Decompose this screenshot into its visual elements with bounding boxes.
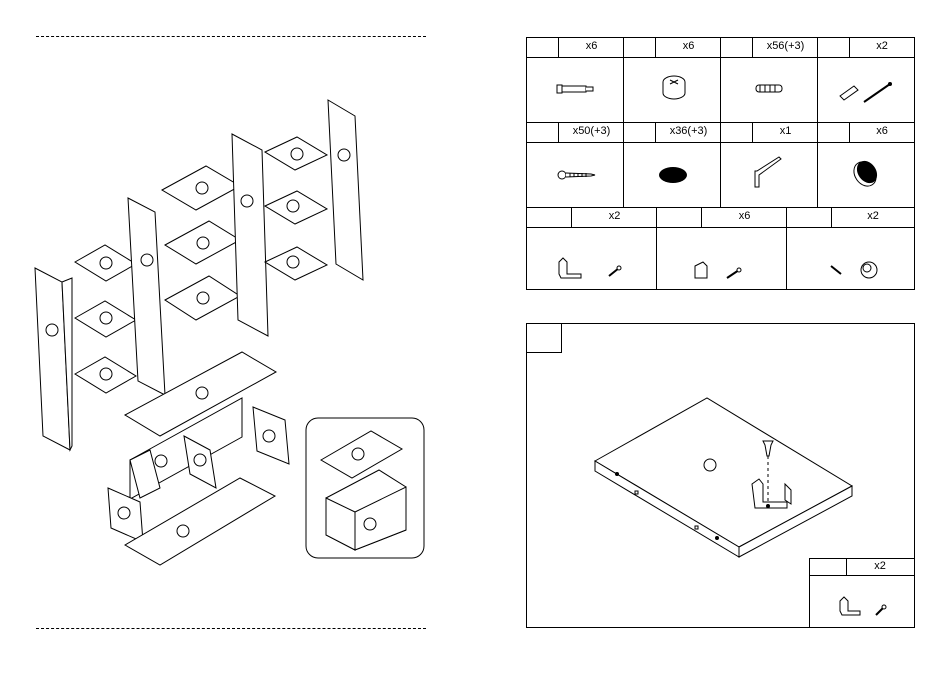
- parts-row1-body: [527, 58, 914, 123]
- parts-row2-body: [527, 143, 914, 208]
- divider-panel-2: [232, 134, 268, 336]
- anti-tip-bracket-and-screw-icon: [838, 597, 898, 619]
- part-qty: x36(+3): [656, 125, 721, 137]
- part-qty: x1: [753, 125, 818, 137]
- bottom-dashed-divider: [36, 628, 426, 629]
- parts-row3-header: x2 x6 x2: [527, 208, 914, 228]
- part-qty: x6: [656, 40, 721, 52]
- base-board-top: [595, 398, 852, 547]
- detail-hardware-box: x2: [809, 558, 914, 627]
- part-qty: x2: [850, 40, 914, 52]
- exploded-view-diagram: [0, 0, 440, 600]
- parts-row2-header: x50(+3) x36(+3) x1 x6: [527, 123, 914, 143]
- wooden-dowel-icon: [755, 83, 785, 95]
- cover-cap-icon: [658, 166, 688, 184]
- part-qty: x56(+3): [753, 40, 818, 52]
- parts-row1-header: x6 x6 x56(+3) x2: [527, 38, 914, 58]
- part-qty: x2: [832, 210, 914, 222]
- knob-and-screw-icon: [829, 258, 889, 282]
- corner-bracket-and-screw-icon: [693, 260, 753, 282]
- cam-lock-icon: [661, 75, 687, 101]
- part-qty: x2: [572, 210, 657, 222]
- right-side-panel: [328, 100, 363, 280]
- detail-qty: x2: [846, 560, 914, 572]
- felt-pad-icon: [851, 160, 881, 190]
- part-qty: x50(+3): [559, 125, 624, 137]
- allen-key-icon: [751, 157, 785, 191]
- cam-bolt-icon: [557, 82, 597, 96]
- parts-row3-body: [527, 228, 914, 290]
- hardware-parts-table: x6 x6 x56(+3) x2: [526, 37, 915, 290]
- long-screw-icon: [557, 169, 597, 181]
- assembly-step-panel: x2: [526, 323, 915, 628]
- divider-panel-1: [128, 198, 165, 395]
- anti-tip-bracket-and-screw-icon: [557, 258, 627, 282]
- part-qty: x6: [702, 210, 787, 222]
- wall-plug-and-screw-icon: [838, 76, 898, 106]
- part-qty: x6: [850, 125, 914, 137]
- part-qty: x6: [559, 40, 624, 52]
